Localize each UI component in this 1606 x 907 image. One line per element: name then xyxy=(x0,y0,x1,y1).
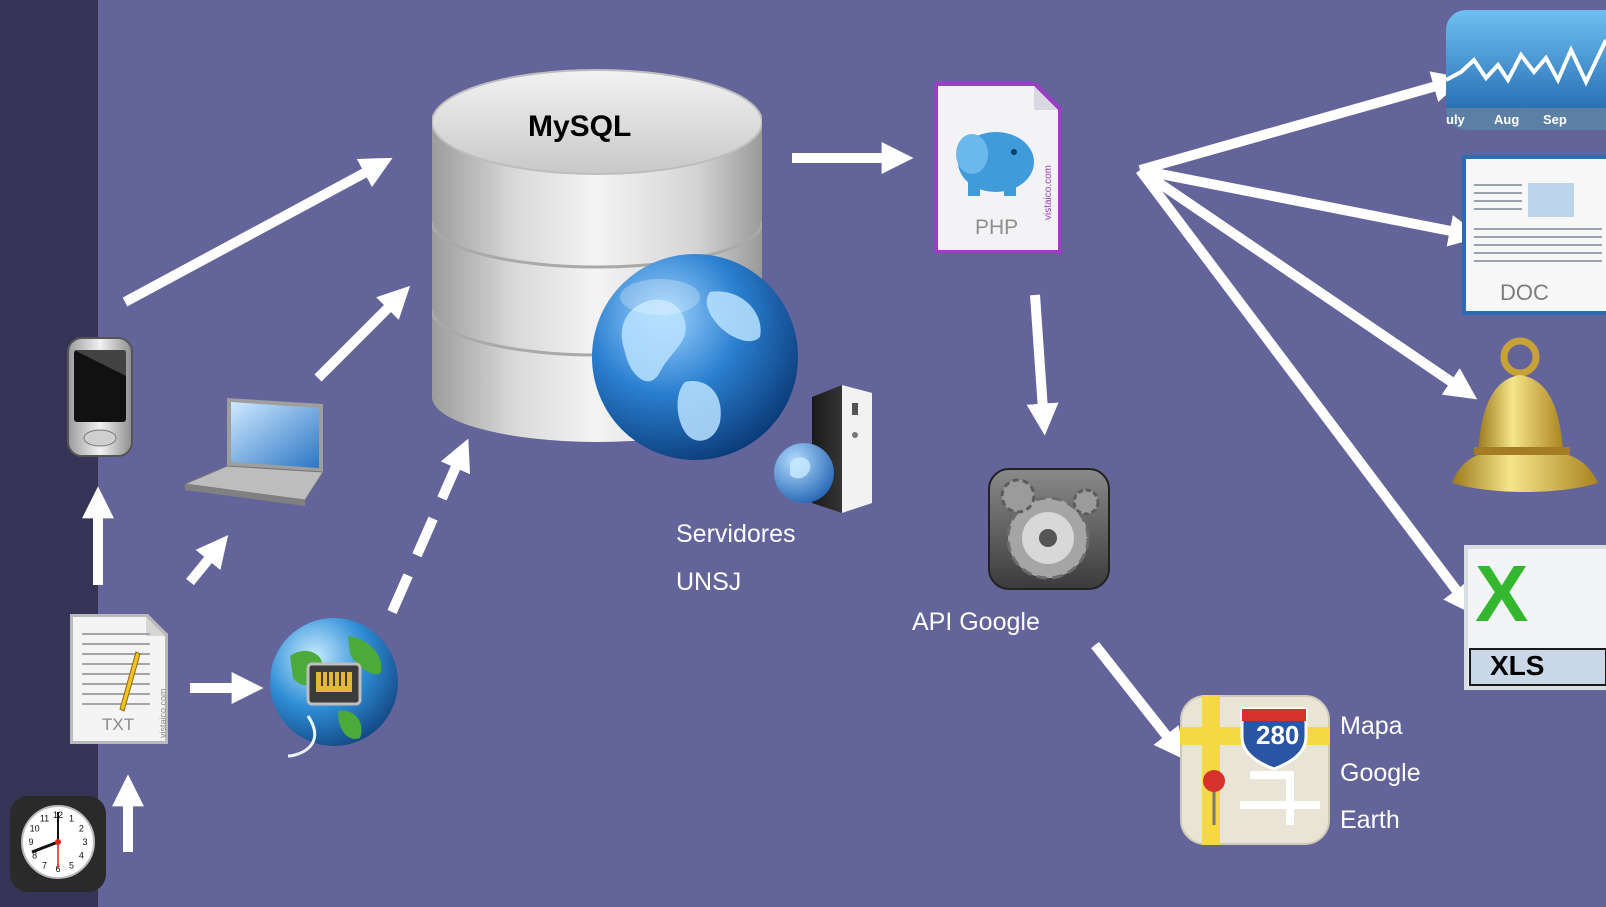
xls-label: XLS xyxy=(1490,650,1545,681)
txt-watermark: vistaico.com xyxy=(158,688,168,738)
clock-icon: 121234567891011 xyxy=(10,796,106,892)
database-title: MySQL xyxy=(528,110,632,143)
settings-gears-icon xyxy=(988,468,1110,590)
api-label: API Google xyxy=(912,608,1040,636)
arrow-txt-to-laptop xyxy=(186,535,229,586)
clock-number: 9 xyxy=(28,837,33,847)
php-elephant-file-icon xyxy=(934,82,1064,255)
network-globe-icon xyxy=(268,616,404,758)
clock-number: 10 xyxy=(30,824,40,834)
map-sign-number: 280 xyxy=(1256,720,1300,750)
arrow-php-to-api xyxy=(1026,294,1059,436)
clock-number: 2 xyxy=(79,824,84,834)
clock-number: 8 xyxy=(32,851,37,861)
excel-file-icon xyxy=(1464,545,1606,690)
clock-number: 3 xyxy=(82,837,87,847)
stocks-month-3: Sep xyxy=(1543,112,1567,127)
php-watermark: vistaico.com xyxy=(1043,164,1054,220)
arrow-php-to-doc xyxy=(1139,165,1482,247)
servers-label-line2: UNSJ xyxy=(676,568,742,596)
stocks-month-2: Aug xyxy=(1494,112,1520,127)
doc-label: DOC xyxy=(1500,280,1549,305)
arrow-api-to-maps xyxy=(1091,641,1186,761)
alert-bell-icon xyxy=(1448,335,1606,495)
servers-label-line1: Servidores xyxy=(676,520,796,548)
laptop-icon xyxy=(183,396,325,508)
maps-label-line3: Earth xyxy=(1340,806,1400,834)
arrow-php-to-stocks xyxy=(1138,71,1465,175)
stocks-month-1: uly xyxy=(1446,112,1465,127)
doc-file-icon xyxy=(1462,155,1606,315)
maps-label-line1: Mapa xyxy=(1340,712,1403,740)
clock-number: 5 xyxy=(69,860,74,870)
xls-letter: X xyxy=(1475,549,1529,638)
clock-number: 1 xyxy=(69,814,74,824)
php-label: PHP xyxy=(975,216,1019,239)
arrow-php-to-bell xyxy=(1137,165,1478,400)
txt-label: TXT xyxy=(102,715,135,734)
arrow-network-to-mysql xyxy=(387,438,471,615)
maps-label-line2: Google xyxy=(1340,759,1421,787)
arrow-php-to-xls xyxy=(1136,166,1476,616)
clock-number: 7 xyxy=(42,860,47,870)
arrow-laptop-to-mysql xyxy=(314,285,411,382)
earth-globe-icon xyxy=(590,252,800,462)
clock-number: 6 xyxy=(55,864,60,874)
clock-number: 4 xyxy=(79,851,84,861)
arrow-phone-to-mysql xyxy=(122,157,393,307)
server-globe-icon xyxy=(772,385,882,517)
stocks-chart-icon xyxy=(1446,10,1606,130)
clock-number: 11 xyxy=(40,814,49,824)
pda-phone-icon xyxy=(66,336,134,458)
google-maps-icon xyxy=(1180,695,1330,845)
txt-file-icon xyxy=(70,614,168,744)
